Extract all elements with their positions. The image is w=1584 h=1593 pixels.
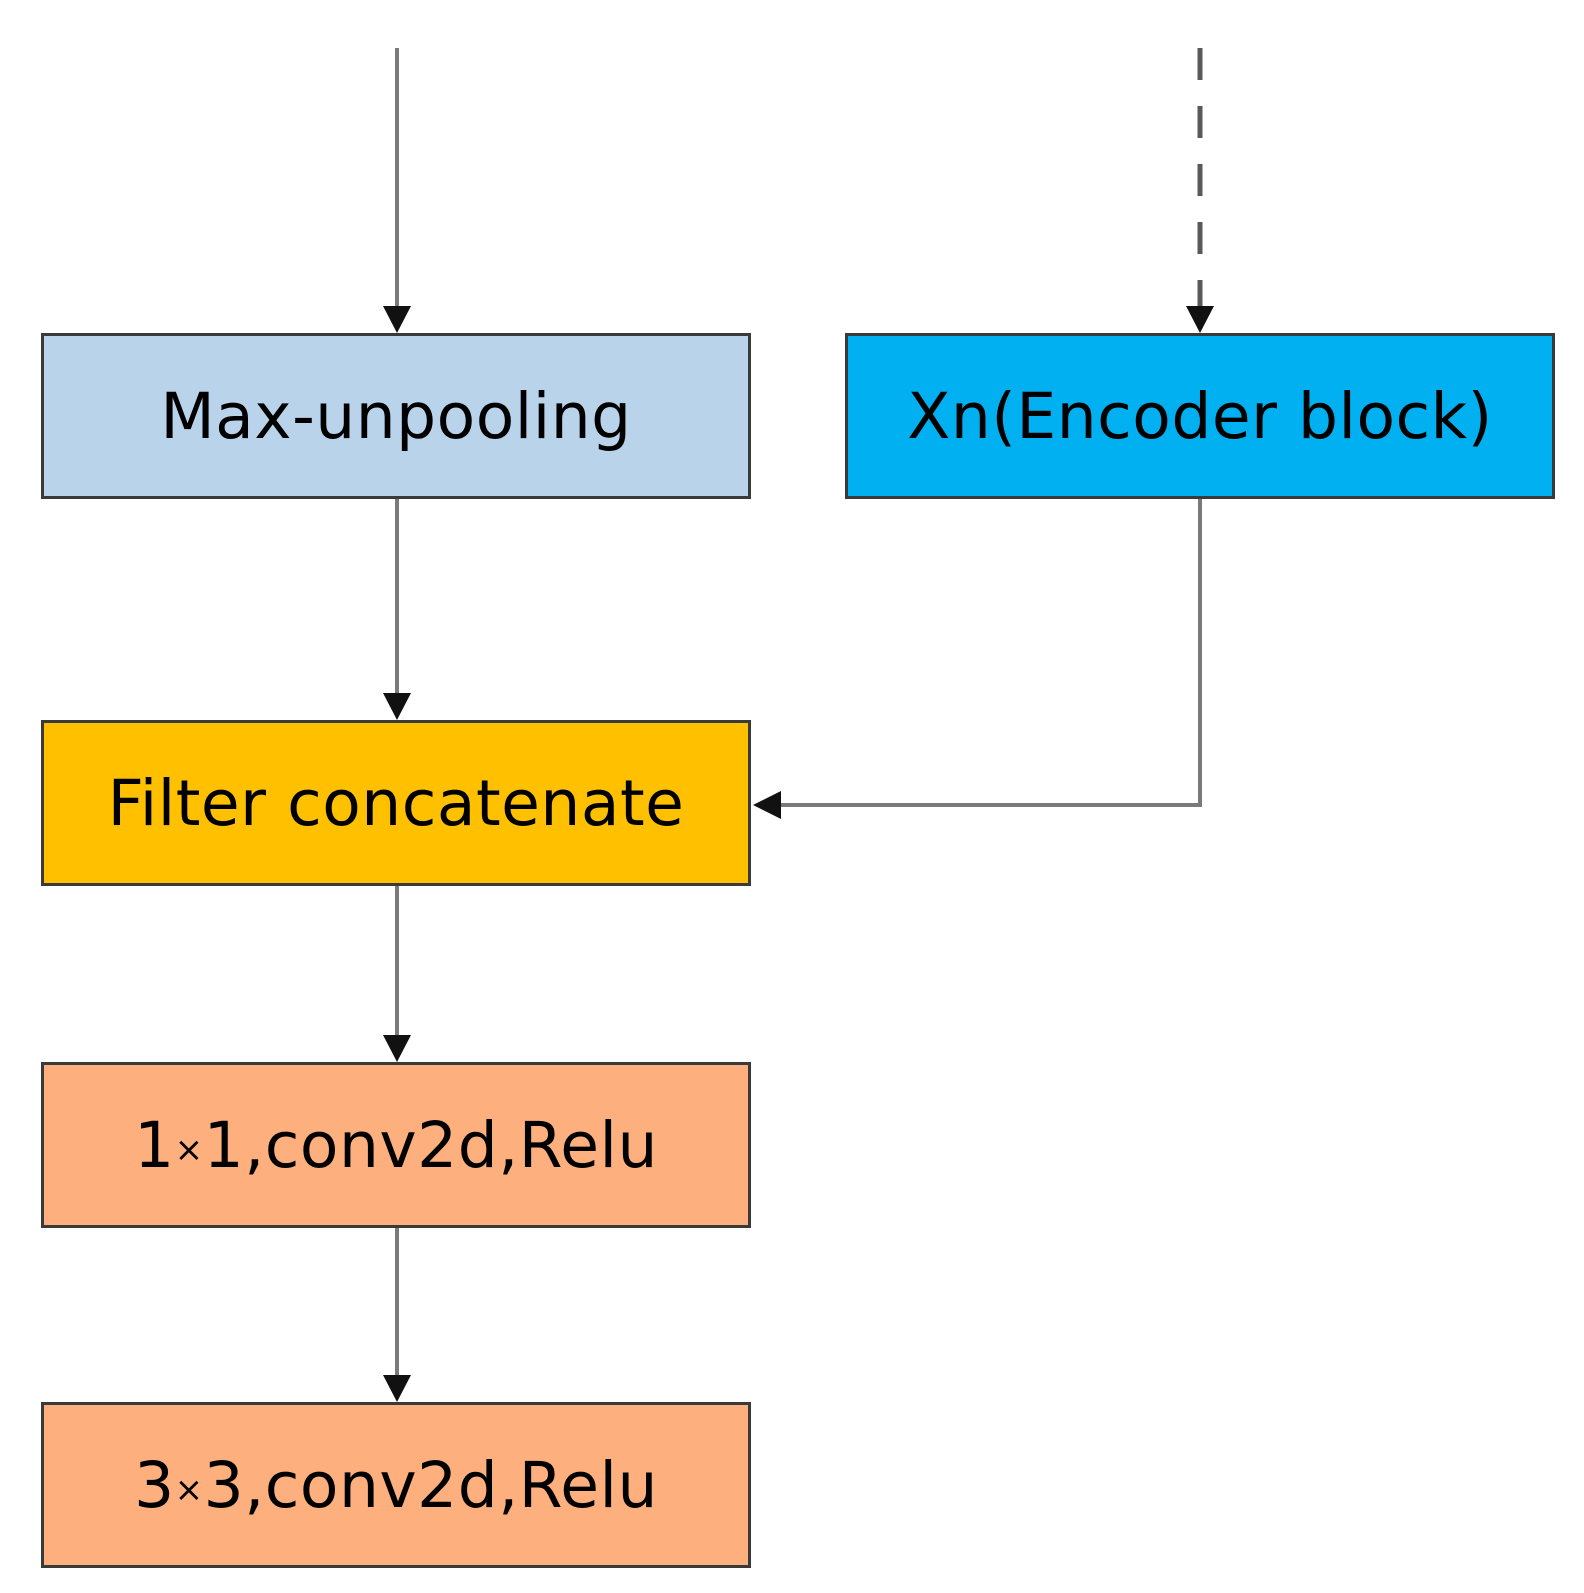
arrowhead-encoder-to-filter <box>753 791 781 819</box>
encoder-block-node: Xn(Encoder block) <box>845 333 1555 499</box>
conv-3x3-node: 3×3,conv2d,Relu <box>41 1402 751 1568</box>
filter-concatenate-label: Filter concatenate <box>107 766 685 840</box>
max-unpooling-node: Max-unpooling <box>41 333 751 499</box>
conv-3x3-label: 3×3,conv2d,Relu <box>134 1449 658 1522</box>
conv-1x1-ops: ,conv2d,Relu <box>244 1108 658 1182</box>
max-unpooling-label: Max-unpooling <box>160 379 632 453</box>
arrowhead-input-to-maxunpool <box>383 306 411 333</box>
arrowhead-skip-to-encoder <box>1186 306 1214 333</box>
conv-1x1-label: 1×1,conv2d,Relu <box>134 1109 658 1182</box>
times-symbol: × <box>174 1129 204 1170</box>
arrowhead-filter-to-conv1 <box>383 1035 411 1062</box>
arrowhead-conv1-to-conv3 <box>383 1375 411 1402</box>
filter-concatenate-node: Filter concatenate <box>41 720 751 886</box>
conv-1x1-kernel-a: 1 <box>134 1108 175 1182</box>
encoder-block-label: Xn(Encoder block) <box>907 379 1493 453</box>
arrow-encoder-to-filter <box>775 499 1202 807</box>
arrowhead-maxunpool-to-filter <box>383 693 411 720</box>
conv-1x1-node: 1×1,conv2d,Relu <box>41 1062 751 1228</box>
conv-3x3-ops: ,conv2d,Relu <box>244 1448 658 1522</box>
conv-3x3-kernel-a: 3 <box>134 1448 175 1522</box>
times-symbol: × <box>174 1469 204 1510</box>
conv-1x1-kernel-b: 1 <box>203 1108 245 1182</box>
conv-3x3-kernel-b: 3 <box>203 1448 245 1522</box>
